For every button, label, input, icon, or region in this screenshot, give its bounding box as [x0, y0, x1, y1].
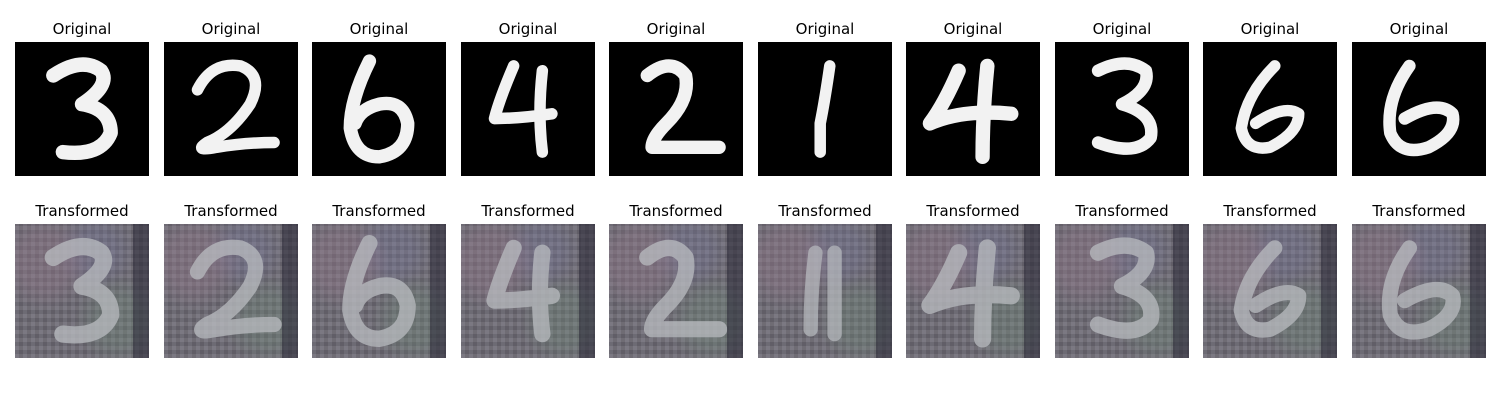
digit-1-glyph: [803, 245, 842, 342]
transformed-digit-image-4: [461, 224, 595, 358]
transformed-digit-image-6: [758, 224, 892, 358]
digit-4-glyph: [922, 58, 1019, 165]
transformed-title-2: Transformed: [184, 202, 278, 220]
digit-6-glyph: [1233, 240, 1307, 338]
original-title-9: Original: [1240, 20, 1300, 38]
transformed-digit-image-9: [1203, 224, 1337, 358]
digit-1-glyph: [814, 60, 836, 158]
original-digit-image-7: [906, 42, 1040, 176]
digit-6-glyph: [343, 54, 415, 164]
transformed-title-8: Transformed: [1075, 202, 1169, 220]
original-title-4: Original: [498, 20, 558, 38]
original-title-8: Original: [1092, 20, 1152, 38]
digit-3-glyph: [1091, 57, 1158, 155]
transformed-title-6: Transformed: [778, 202, 872, 220]
digit-6-glyph: [342, 235, 416, 347]
transformed-title-1: Transformed: [35, 202, 129, 220]
original-digit-image-5: [609, 42, 743, 176]
transformed-title-4: Transformed: [481, 202, 575, 220]
original-title-1: Original: [52, 20, 112, 38]
digit-2-glyph: [640, 59, 726, 154]
transformed-title-3: Transformed: [332, 202, 426, 220]
transformed-title-10: Transformed: [1372, 202, 1466, 220]
original-digit-image-1: [15, 42, 149, 176]
digit-6-glyph: [1381, 240, 1461, 340]
transformed-title-7: Transformed: [926, 202, 1020, 220]
digit-4-glyph: [921, 239, 1020, 348]
transformed-digit-image-5: [609, 224, 743, 358]
original-digit-image-6: [758, 42, 892, 176]
transformed-title-9: Transformed: [1223, 202, 1317, 220]
transformed-digit-image-3: [312, 224, 446, 358]
original-digit-image-2: [164, 42, 298, 176]
transformed-digit-image-8: [1055, 224, 1189, 358]
transformed-digit-image-2: [164, 224, 298, 358]
original-digit-image-8: [1055, 42, 1189, 176]
digit-2-glyph: [639, 239, 728, 338]
transformed-title-5: Transformed: [629, 202, 723, 220]
original-title-3: Original: [349, 20, 409, 38]
transformed-digit-image-7: [906, 224, 1040, 358]
original-title-5: Original: [646, 20, 706, 38]
digit-3-glyph: [46, 57, 118, 160]
original-digit-image-3: [312, 42, 446, 176]
transformed-digit-image-1: [15, 224, 149, 358]
original-digit-image-10: [1352, 42, 1486, 176]
digit-4-glyph: [488, 60, 558, 158]
digit-2-glyph: [191, 59, 280, 155]
original-title-6: Original: [795, 20, 855, 38]
digit-3-glyph: [1089, 237, 1160, 339]
digit-6-glyph: [1383, 59, 1460, 157]
digit-2-glyph: [189, 239, 282, 339]
digit-3-glyph: [44, 238, 120, 344]
original-digit-image-4: [461, 42, 595, 176]
transformed-digit-image-10: [1352, 224, 1486, 358]
original-title-7: Original: [943, 20, 1003, 38]
digit-4-glyph: [486, 239, 561, 343]
original-title-10: Original: [1389, 20, 1449, 38]
original-title-2: Original: [201, 20, 261, 38]
original-digit-image-9: [1203, 42, 1337, 176]
digit-6-glyph: [1235, 60, 1305, 154]
